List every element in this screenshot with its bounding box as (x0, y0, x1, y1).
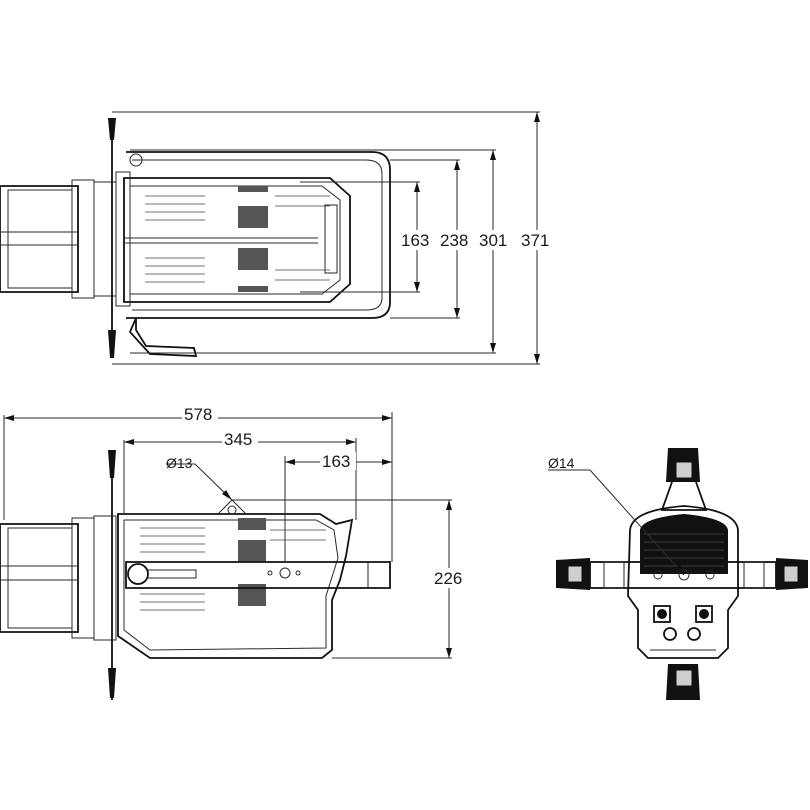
tilt-knob (127, 563, 149, 585)
dim-163: 163 (401, 231, 429, 250)
lens-barrel-side (0, 523, 79, 633)
connector-in (653, 605, 671, 623)
vent-grille (238, 248, 268, 270)
tilt-handle (128, 317, 198, 357)
vent-grille (238, 206, 268, 228)
dim-226: 226 (434, 569, 462, 588)
dim-371: 371 (521, 231, 549, 250)
hole-label-13: Ø13 (166, 455, 193, 471)
dim-345: 345 (224, 430, 252, 449)
dim-163-side: 163 (322, 452, 350, 471)
rear-grille (640, 514, 728, 574)
rear-view: Ø14 (548, 448, 808, 700)
yoke (126, 151, 391, 319)
dimension-lines (112, 111, 540, 365)
dim-578: 578 (184, 405, 212, 424)
body-outline-side (117, 513, 354, 659)
top-view: 163 238 301 371 (0, 111, 556, 365)
dim-238: 238 (440, 231, 468, 250)
xlr-out (687, 627, 701, 641)
lens-barrel (0, 185, 79, 293)
body-outline (123, 177, 351, 303)
housing-rear (627, 505, 739, 659)
side-view: 578 345 163 226 Ø13 (0, 405, 470, 700)
vent-grille-side (238, 518, 266, 530)
yoke-bar-rear (589, 561, 777, 589)
dim-301: 301 (479, 231, 507, 250)
xlr-in (663, 627, 677, 641)
dimension-lines-side (3, 412, 452, 659)
hole-label-14: Ø14 (548, 455, 575, 471)
yoke-arm-side (125, 561, 391, 589)
connector-out (695, 605, 713, 623)
